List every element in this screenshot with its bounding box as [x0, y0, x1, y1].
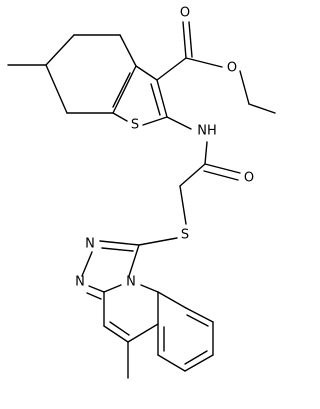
bond-oether-ch2 — [239, 70, 250, 105]
bond-c3a-n4 — [103, 284, 122, 293]
bond-c3-c2 — [156, 79, 168, 118]
atom-label-n-triazole-1: N — [85, 237, 95, 252]
bond-c9-c8-double — [186, 314, 209, 327]
bond-c4-c5 — [103, 325, 129, 343]
atom-label-n-triazole-2: N — [75, 275, 85, 290]
bond-c3a-c3 — [135, 65, 158, 81]
bond-c3-ccarbonyl — [156, 57, 187, 81]
bond-camide-ch2 — [179, 163, 206, 187]
bond-c7-c6 — [184, 354, 214, 372]
bond-c1-n2-double — [101, 247, 134, 252]
bond-n3-c3a — [88, 285, 105, 293]
bond-c1-n2 — [99, 240, 140, 246]
molecule-structure-diagram: O O S NH O S N N N — [7, 5, 276, 379]
bond-ring-c4-c3a — [119, 34, 137, 67]
atom-label-s-thioether: S — [181, 228, 189, 243]
bond-c7-c6-double — [184, 350, 208, 365]
bond-c5-c5a — [127, 323, 159, 343]
bond-carbonyl-o-a — [182, 21, 187, 59]
bond-n3-c3a-double — [86, 292, 102, 300]
bond-carbonyl-oether — [185, 57, 223, 68]
bond-c3a-c7a — [112, 65, 137, 114]
bond-c9a-c9 — [157, 291, 187, 309]
bond-c2-s — [142, 116, 168, 126]
bond-c9a-n4 — [140, 284, 159, 293]
bond-c6-c5a — [157, 354, 186, 372]
bond-ch2-ch3 — [248, 103, 276, 114]
bond-c9-c8 — [185, 307, 214, 323]
bond-nh-camide — [204, 141, 208, 165]
bond-c3a-c7a-double — [112, 72, 131, 108]
atom-label-o-amide: O — [244, 171, 254, 186]
atom-label-nh-amide: NH — [197, 124, 217, 139]
bond-camide-o-a — [204, 163, 241, 174]
bond-c4-c5-double — [109, 321, 130, 336]
bond-s-c7a — [112, 112, 128, 122]
bond-n2-n3 — [81, 251, 93, 277]
bonds — [7, 21, 276, 379]
bond-n4-c1 — [128, 244, 140, 277]
bond-camide-o-b — [203, 170, 239, 181]
bond-carbonyl-o-b — [188, 21, 193, 58]
atom-label-s-thiophene: S — [131, 118, 139, 133]
bond-c3-c2-double — [150, 83, 161, 116]
bond-ch2-s — [179, 185, 187, 225]
atom-label-o-carbonyl: O — [180, 6, 190, 21]
bond-ring-c5-c6 — [45, 34, 75, 66]
atom-label-n-bridgehead: N — [126, 275, 136, 290]
atom-labels: O O S NH O S N N N — [75, 6, 254, 290]
bond-ring-c6-c7 — [45, 64, 68, 114]
bond-s-ctriazole — [138, 237, 178, 246]
atom-label-o-ether: O — [227, 61, 237, 76]
bond-c2-nh — [166, 116, 192, 130]
